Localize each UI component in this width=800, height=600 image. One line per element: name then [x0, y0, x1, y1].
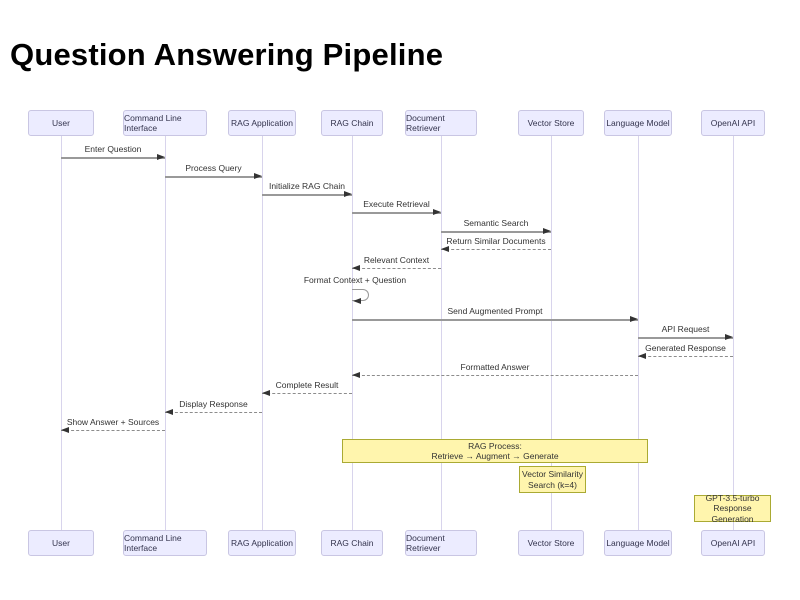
message-line	[61, 157, 165, 159]
message-label: Generated Response	[645, 343, 726, 353]
lifeline-user	[60, 136, 62, 530]
message-line	[638, 356, 733, 357]
message-label: Formatted Answer	[460, 362, 530, 372]
message-label: Display Response	[179, 399, 248, 409]
message-line	[352, 212, 441, 214]
actor-top-openai-api: OpenAI API	[701, 110, 765, 136]
message-line	[352, 268, 441, 269]
note-text-line: Retrieve → Augment → Generate	[431, 451, 559, 461]
message-label: Initialize RAG Chain	[268, 181, 346, 191]
actor-bottom-rag-chain: RAG Chain	[321, 530, 383, 556]
message-label: Send Augmented Prompt	[447, 306, 543, 316]
message-label: API Request	[661, 324, 710, 334]
message-line	[352, 319, 638, 321]
note-rag-process: RAG Process:Retrieve → Augment → Generat…	[342, 439, 648, 463]
actor-top-rag-application: RAG Application	[228, 110, 296, 136]
lifeline-openai-api	[732, 136, 734, 530]
actor-bottom-document-retriever: Document Retriever	[405, 530, 477, 556]
lifeline-document-retriever	[440, 136, 442, 530]
actor-top-rag-chain: RAG Chain	[321, 110, 383, 136]
message-arrowhead	[344, 191, 352, 197]
actor-top-user: User	[28, 110, 94, 136]
note-text-line: Response Generation	[711, 503, 754, 524]
page-title: Question Answering Pipeline	[10, 37, 444, 72]
actor-bottom-openai-api: OpenAI API	[701, 530, 765, 556]
message-arrowhead	[61, 427, 69, 433]
message-label: Execute Retrieval	[363, 199, 430, 209]
message-label: Format Context + Question	[303, 275, 407, 285]
message-label: Show Answer + Sources	[66, 417, 160, 427]
message-label: Return Similar Documents	[446, 236, 546, 246]
message-arrowhead	[725, 334, 733, 340]
lifeline-command-line-interface	[164, 136, 166, 530]
lifeline-vector-store	[550, 136, 552, 530]
message-line	[262, 194, 352, 196]
actor-bottom-vector-store: Vector Store	[518, 530, 584, 556]
actor-top-document-retriever: Document Retriever	[405, 110, 477, 136]
note-text-line: RAG Process:	[468, 440, 522, 451]
note-text-line: GPT-3.5-turbo	[705, 492, 760, 503]
message-label: Relevant Context	[363, 255, 430, 265]
message-line	[441, 249, 551, 250]
message-line	[352, 375, 638, 376]
message-label: Complete Result	[275, 380, 339, 390]
actor-top-language-model: Language Model	[604, 110, 672, 136]
message-arrowhead	[352, 265, 360, 271]
message-line	[638, 337, 733, 339]
message-label: Semantic Search	[463, 218, 529, 228]
message-arrowhead	[638, 353, 646, 359]
message-line	[441, 231, 551, 233]
message-arrowhead	[543, 228, 551, 234]
message-line	[262, 393, 352, 394]
message-line	[165, 176, 262, 178]
lifeline-rag-chain	[351, 136, 353, 530]
message-arrowhead	[262, 390, 270, 396]
message-arrowhead	[254, 173, 262, 179]
actor-top-vector-store: Vector Store	[518, 110, 584, 136]
message-label: Process Query	[185, 163, 242, 173]
actor-bottom-user: User	[28, 530, 94, 556]
note-text-line: Vector Similarity	[522, 469, 583, 479]
message-arrowhead	[165, 409, 173, 415]
message-line	[165, 412, 262, 413]
note-text-line: Search (k=4)	[528, 479, 577, 490]
message-arrowhead	[352, 372, 360, 378]
actor-bottom-command-line-interface: Command Line Interface	[123, 530, 207, 556]
actor-bottom-rag-application: RAG Application	[228, 530, 296, 556]
message-line	[61, 430, 165, 431]
message-label: Enter Question	[84, 144, 142, 154]
actor-top-command-line-interface: Command Line Interface	[123, 110, 207, 136]
lifeline-rag-application	[261, 136, 263, 530]
message-arrowhead	[630, 316, 638, 322]
message-arrowhead	[433, 209, 441, 215]
message-arrowhead	[157, 154, 165, 160]
message-arrowhead	[441, 246, 449, 252]
lifeline-language-model	[637, 136, 639, 530]
message-arrowhead	[353, 297, 361, 304]
actor-bottom-language-model: Language Model	[604, 530, 672, 556]
